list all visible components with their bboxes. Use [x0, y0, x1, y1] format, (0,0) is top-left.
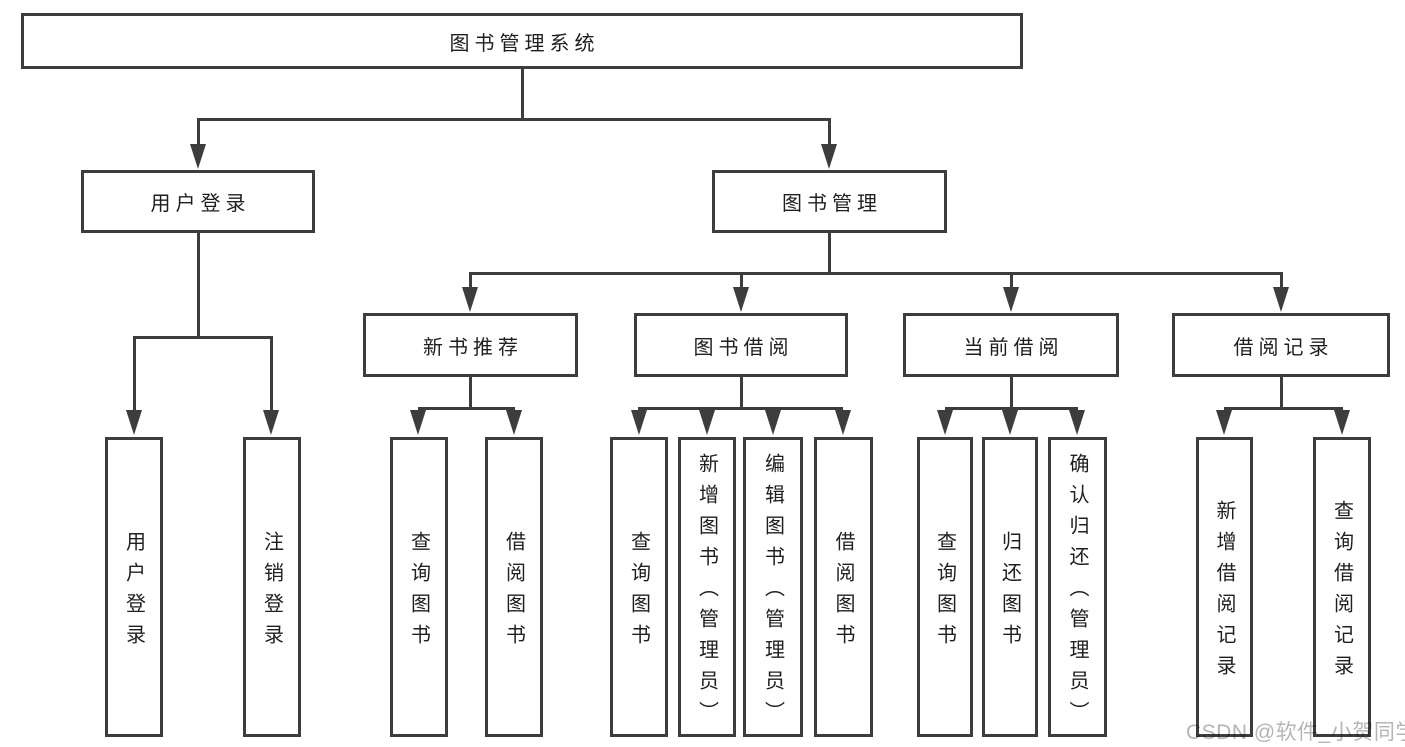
node-library-management-system: 图书管理系统: [21, 13, 1023, 69]
arrow-down-icon: [1334, 410, 1350, 435]
arrow-down-icon: [1003, 287, 1019, 312]
arrow-down-icon: [631, 410, 647, 435]
node-label: 图书管理系统: [449, 32, 600, 55]
arrow-down-icon: [1069, 410, 1085, 435]
arrow-down-icon: [937, 410, 953, 435]
leaf-query-books-current: 查询图书: [917, 437, 973, 737]
node-current-borrowing: 当前借阅: [903, 313, 1119, 377]
connector-vline: [197, 233, 200, 336]
connector-hline: [133, 336, 272, 339]
watermark: CSDN @软件_小贺同学: [1186, 721, 1405, 744]
leaf-return-book: 归还图书: [982, 437, 1038, 737]
connector-vline: [1280, 377, 1283, 408]
arrow-down-icon: [1002, 410, 1018, 435]
connector-vline: [1010, 272, 1013, 289]
leaf-label: 编辑图书（管理员）: [761, 453, 784, 732]
leaf-label: 注销登录: [260, 530, 283, 655]
connector-hline: [469, 272, 1282, 275]
connector-hline: [197, 118, 831, 121]
connector-vline: [1010, 377, 1013, 408]
connector-vline: [521, 69, 524, 118]
leaf-label: 借阅图书: [832, 530, 854, 655]
arrow-down-icon: [1273, 287, 1289, 312]
leaf-borrow-books-borrowing: 借阅图书: [814, 437, 873, 737]
leaf-label: 确认归还（管理员）: [1066, 453, 1088, 732]
arrow-down-icon: [263, 410, 279, 435]
leaf-query-books-borrowing: 查询图书: [610, 437, 668, 737]
leaf-user-login: 用户登录: [105, 437, 163, 737]
node-book-management: 图书管理: [712, 170, 947, 233]
arrow-down-icon: [462, 287, 478, 312]
connector-hline: [418, 407, 515, 410]
node-user-login-module: 用户登录: [81, 170, 315, 233]
leaf-query-books-recommend: 查询图书: [390, 437, 448, 737]
connector-vline: [1280, 272, 1283, 289]
arrow-down-icon: [699, 410, 715, 435]
connector-vline: [740, 272, 743, 289]
node-new-book-recommendation: 新书推荐: [363, 313, 578, 377]
arrow-down-icon: [506, 410, 522, 435]
leaf-label: 用户登录: [122, 530, 145, 655]
leaf-borrow-books-recommend: 借阅图书: [485, 437, 543, 737]
arrow-down-icon: [410, 410, 426, 435]
leaf-edit-book-admin: 编辑图书（管理员）: [743, 437, 803, 737]
connector-vline: [469, 272, 472, 289]
node-label: 图书管理: [782, 193, 882, 215]
arrow-down-icon: [733, 287, 749, 312]
arrow-down-icon: [1216, 410, 1232, 435]
leaf-label: 借阅图书: [502, 530, 525, 655]
arrow-down-icon: [765, 410, 781, 435]
node-label: 图书借阅: [693, 336, 794, 359]
arrow-down-icon: [821, 144, 837, 169]
node-label: 借阅记录: [1233, 336, 1334, 359]
leaf-label: 新增图书（管理员）: [695, 453, 718, 732]
connector-hline: [945, 407, 1078, 410]
connector-vline: [270, 336, 273, 412]
leaf-label: 查询图书: [933, 530, 956, 655]
node-label: 当前借阅: [963, 336, 1064, 359]
leaf-label: 查询图书: [407, 530, 430, 655]
connector-vline: [740, 377, 743, 408]
node-label: 新书推荐: [423, 336, 523, 359]
leaf-label: 归还图书: [998, 530, 1021, 655]
arrow-down-icon: [126, 410, 142, 435]
arrow-down-icon: [190, 144, 206, 169]
leaf-add-book-admin: 新增图书（管理员）: [678, 437, 736, 737]
connector-vline: [828, 233, 831, 272]
node-label: 用户登录: [150, 193, 251, 215]
leaf-label: 新增借阅记录: [1213, 499, 1235, 686]
leaf-label: 查询借阅记录: [1330, 499, 1353, 686]
leaf-logout: 注销登录: [243, 437, 301, 737]
connector-vline: [469, 377, 472, 408]
connector-vline: [133, 336, 136, 412]
node-book-borrowing: 图书借阅: [634, 313, 848, 377]
leaf-add-borrow-record: 新增借阅记录: [1196, 437, 1253, 737]
leaf-query-borrow-record: 查询借阅记录: [1313, 437, 1371, 737]
leaf-label: 查询图书: [627, 530, 650, 655]
connector-vline: [197, 118, 200, 146]
leaf-confirm-return-admin: 确认归还（管理员）: [1048, 437, 1107, 737]
connector-hline: [1224, 407, 1343, 410]
arrow-down-icon: [835, 410, 851, 435]
connector-vline: [828, 118, 831, 146]
connector-hline: [638, 407, 843, 410]
node-borrowing-records: 借阅记录: [1172, 313, 1390, 377]
